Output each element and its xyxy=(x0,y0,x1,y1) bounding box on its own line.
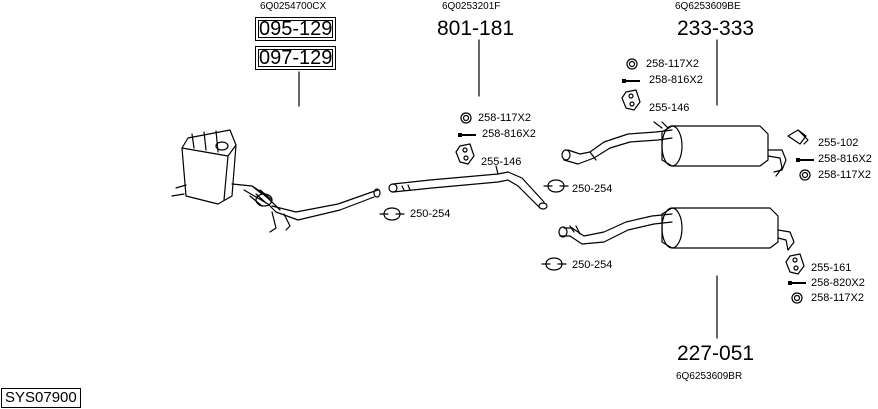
rear-upper-hanger-label[interactable]: 255-146 xyxy=(649,102,690,114)
hanger-icon[interactable] xyxy=(621,89,641,111)
middle-bolt-label[interactable]: 258-816X2 xyxy=(482,128,536,140)
middle-ring-label[interactable]: 258-117X2 xyxy=(478,112,532,124)
bolt-icon[interactable] xyxy=(796,158,814,162)
middle-pipe-part[interactable] xyxy=(388,165,548,210)
rear-silencer-upper-part[interactable] xyxy=(561,121,787,177)
rear-lower-bolt-label[interactable]: 258-820X2 xyxy=(811,277,865,289)
system-id-label: SYS07900 xyxy=(1,388,81,408)
rear-lower-part-number[interactable]: 227-051 xyxy=(677,342,755,365)
rear-lower-hanger-label[interactable]: 255-161 xyxy=(811,262,852,274)
rear-lower-ring-label[interactable]: 258-117X2 xyxy=(811,292,865,304)
rear-upper-bolt-label[interactable]: 258-816X2 xyxy=(649,74,703,86)
rear-upper-part-number[interactable]: 233-333 xyxy=(677,17,755,40)
rear-lower-clamp-label[interactable]: 250-254 xyxy=(572,259,613,271)
bolt-icon[interactable] xyxy=(458,133,476,137)
middle-oe-number: 6Q0253201F xyxy=(442,1,501,12)
bolt-icon[interactable] xyxy=(788,281,806,285)
front-clamp-label[interactable]: 250-254 xyxy=(410,208,451,220)
rear-lower-oe-number: 6Q6253609BR xyxy=(676,371,743,382)
front-oe-number: 6Q0254700CX xyxy=(260,1,327,12)
clamp-icon[interactable] xyxy=(379,207,405,221)
middle-part-number[interactable]: 801-181 xyxy=(437,17,515,40)
rear-upper-ring-right-label[interactable]: 258-117X2 xyxy=(818,169,872,181)
rear-upper-bracket-label[interactable]: 255-102 xyxy=(818,137,859,149)
ring-icon[interactable] xyxy=(460,112,472,124)
rear-upper-oe-number: 6Q6253609BE xyxy=(675,1,741,12)
rear-upper-bolt-right-label[interactable]: 258-816X2 xyxy=(818,153,872,165)
ring-icon[interactable] xyxy=(626,58,638,70)
bracket-icon[interactable] xyxy=(787,129,809,145)
middle-clamp-label[interactable]: 250-254 xyxy=(572,183,613,195)
front-part-number-2[interactable]: 097-129 xyxy=(255,46,337,70)
rear-upper-ring-label[interactable]: 258-117X2 xyxy=(646,58,700,70)
ring-icon[interactable] xyxy=(791,292,803,304)
hanger-icon[interactable] xyxy=(785,253,805,275)
clamp-icon[interactable] xyxy=(543,179,569,193)
ring-icon[interactable] xyxy=(799,169,811,181)
middle-hanger-label[interactable]: 255-146 xyxy=(481,156,522,168)
front-part-number-1[interactable]: 095-129 xyxy=(255,17,337,41)
catalytic-converter-part[interactable] xyxy=(171,129,381,233)
clamp-icon[interactable] xyxy=(541,257,567,271)
bolt-icon[interactable] xyxy=(622,79,640,83)
hanger-icon[interactable] xyxy=(455,143,475,165)
rear-silencer-lower-part[interactable] xyxy=(558,207,795,251)
